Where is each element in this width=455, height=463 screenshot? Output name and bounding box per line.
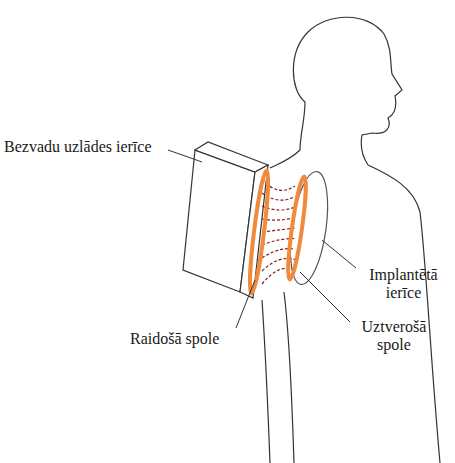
transmit-coil	[246, 170, 271, 294]
body-outline-back	[270, 150, 300, 168]
leader-line	[236, 280, 255, 328]
leader-line	[168, 150, 202, 162]
body-outline-left	[262, 300, 270, 463]
arm-outline	[284, 292, 294, 463]
device-label: Implantētā ierīce	[356, 266, 451, 302]
coil-label: Uztverošā spole	[354, 318, 434, 354]
coil-label: Raidošā spole	[130, 330, 219, 348]
leader-line	[322, 240, 356, 268]
receive-coil	[285, 176, 309, 280]
leader-line	[300, 272, 350, 322]
charger-face	[195, 142, 268, 172]
device-label: Bezvadu uzlādes ierīce	[4, 138, 151, 156]
